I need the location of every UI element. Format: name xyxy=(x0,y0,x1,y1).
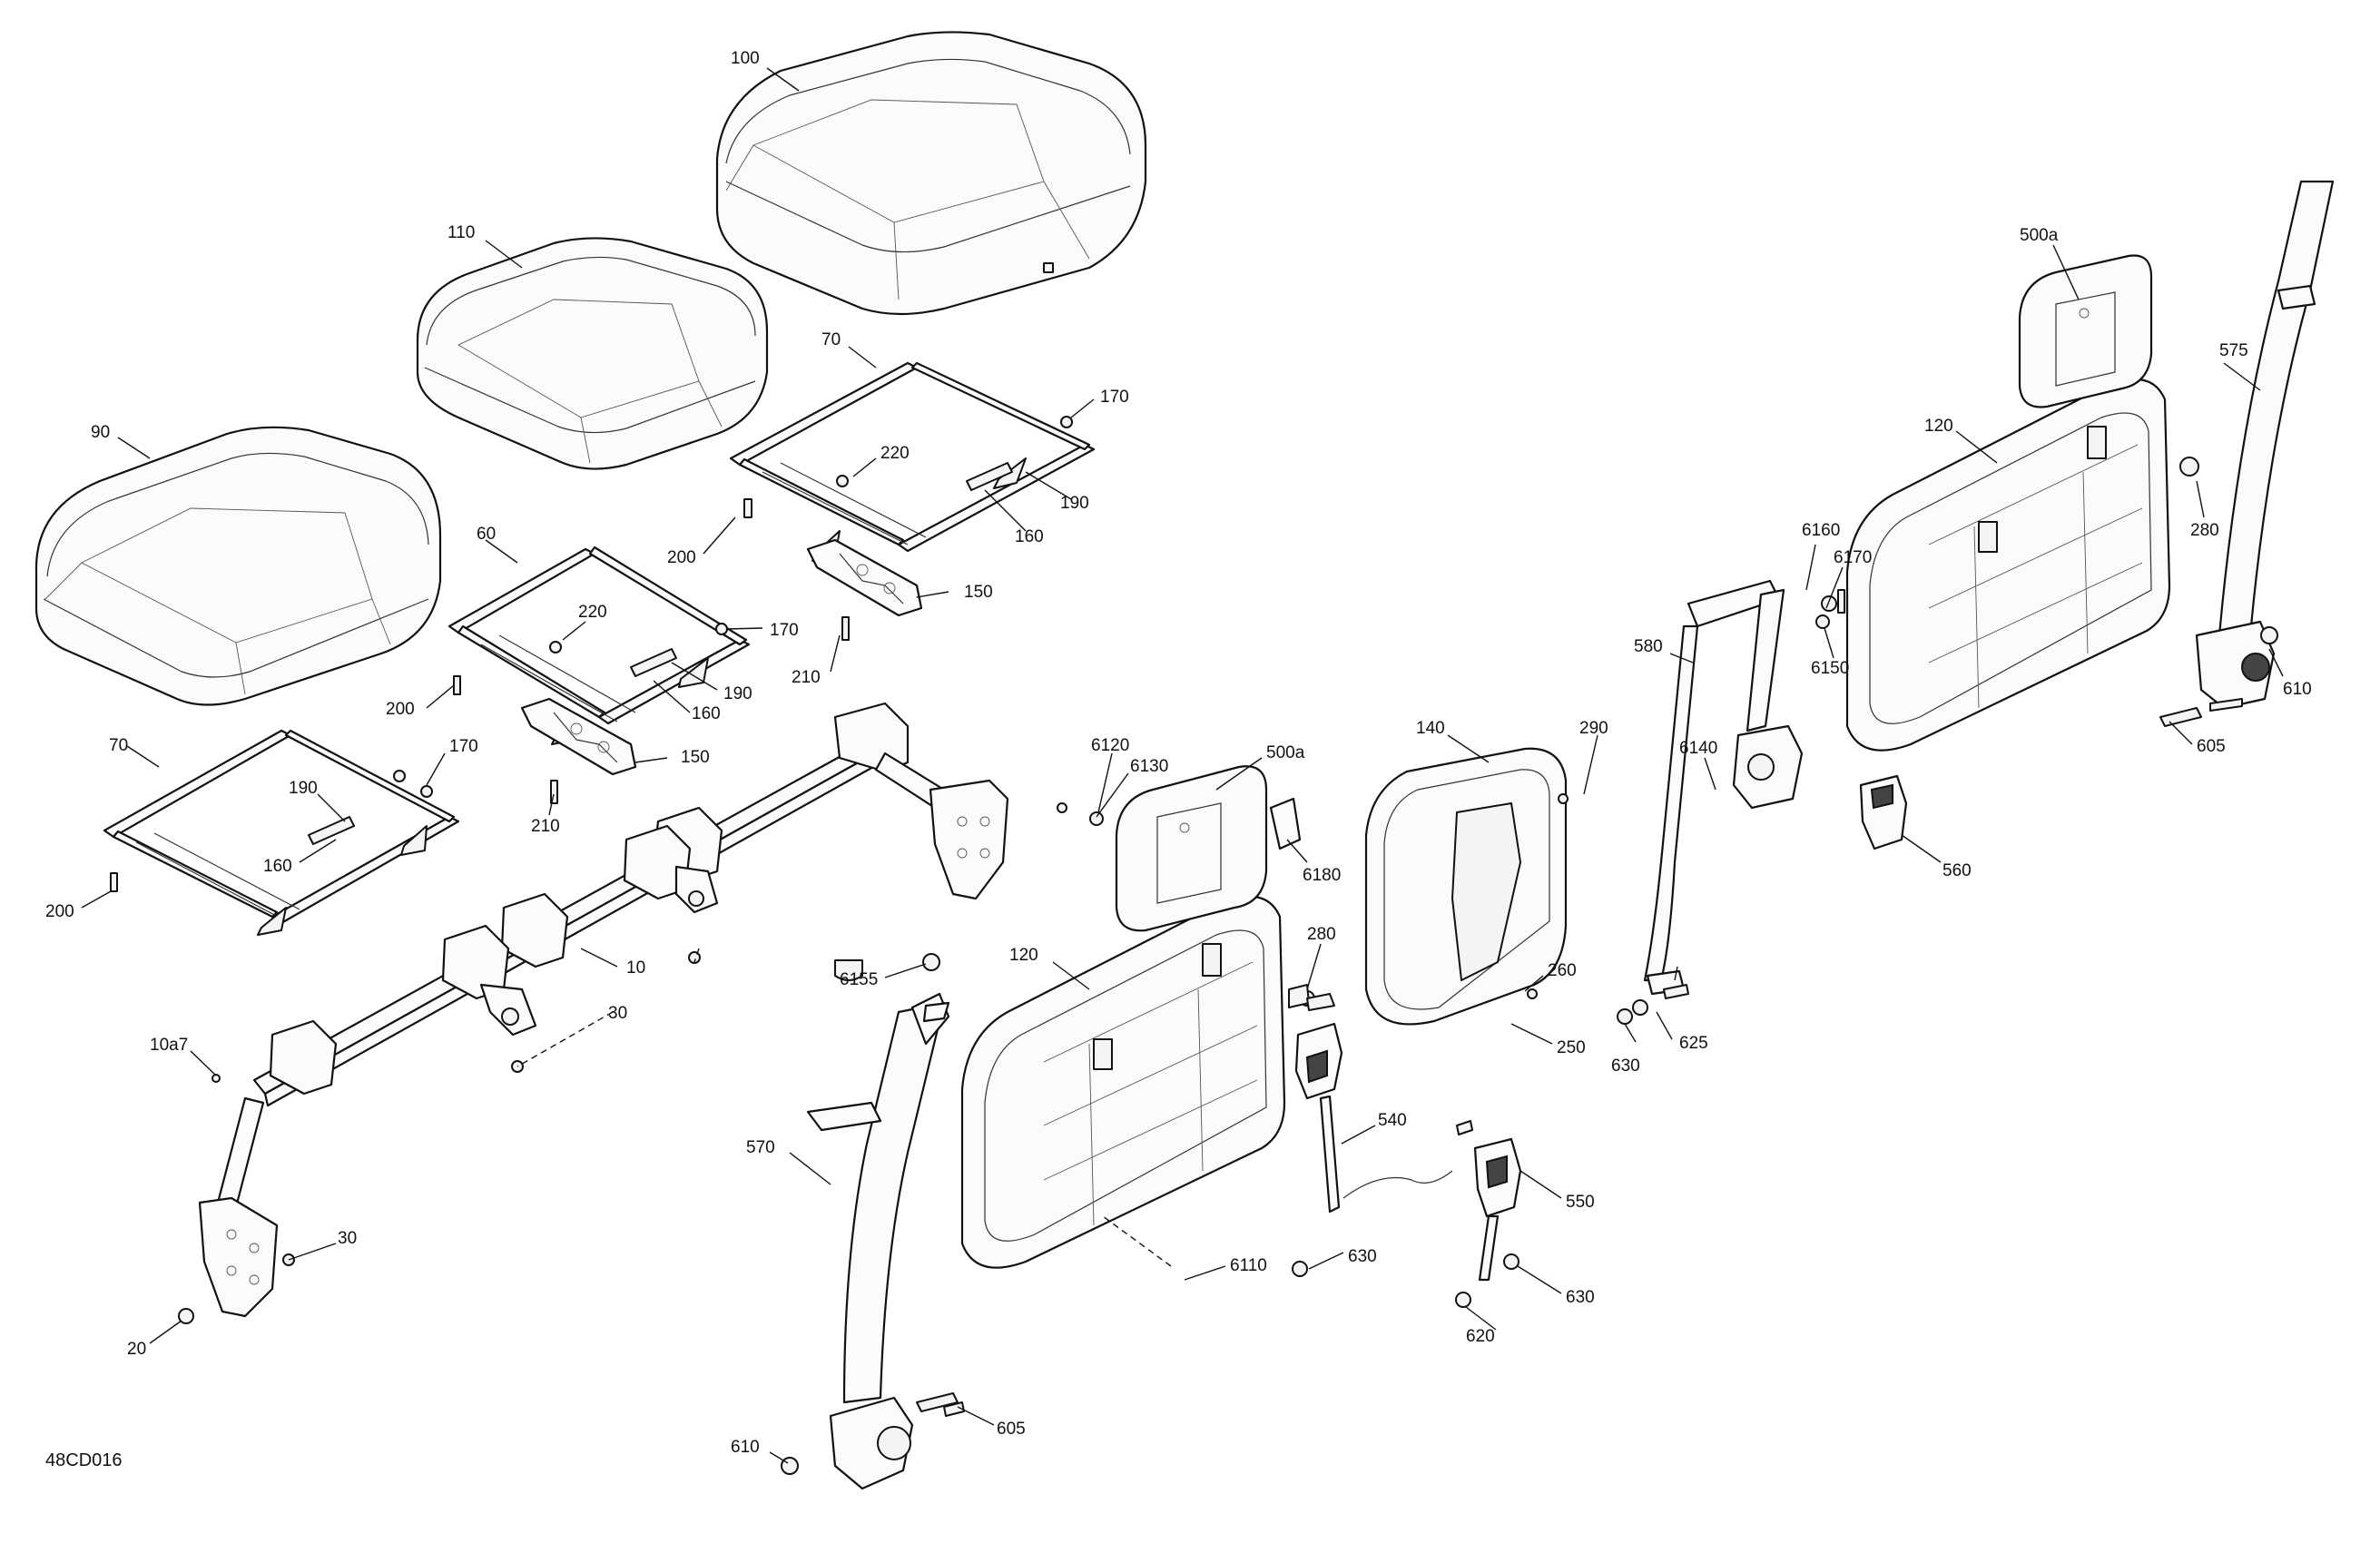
callout-190-bottom: 190 xyxy=(289,779,318,798)
bracket-150-top xyxy=(806,538,923,617)
callout-140: 140 xyxy=(1416,719,1445,738)
callout-550: 550 xyxy=(1566,1193,1595,1212)
callout-6110: 6110 xyxy=(1230,1256,1267,1275)
seat-cushion-90 xyxy=(34,426,442,706)
callout-170-bottom: 170 xyxy=(449,737,478,756)
callout-60: 60 xyxy=(477,525,496,544)
callout-630-b: 630 xyxy=(1566,1288,1595,1307)
callout-250: 250 xyxy=(1557,1038,1586,1057)
callout-220-mid: 220 xyxy=(578,603,607,622)
callout-150-top: 150 xyxy=(964,583,993,602)
callout-200-top: 200 xyxy=(667,548,696,567)
bracket-150-bottom xyxy=(520,697,637,776)
callout-160-mid: 160 xyxy=(692,704,721,723)
callout-280-left: 280 xyxy=(1307,925,1336,944)
callout-630-a: 630 xyxy=(1348,1247,1377,1266)
callout-280-right: 280 xyxy=(2190,521,2219,540)
callout-6130: 6130 xyxy=(1130,757,1168,776)
seat-frame-70-bottom xyxy=(103,729,460,936)
seat-back-120-left xyxy=(960,895,1286,1269)
callout-6120: 6120 xyxy=(1091,736,1129,755)
leader-lines xyxy=(81,67,2284,1464)
seat-cushion-110 xyxy=(416,237,769,470)
callout-625: 625 xyxy=(1679,1034,1708,1053)
center-back-140 xyxy=(1364,747,1568,1026)
callout-30-mid: 30 xyxy=(608,1004,627,1023)
seat-belt-570 xyxy=(806,992,950,1490)
callout-220-top: 220 xyxy=(880,444,910,463)
headrest-500a-left xyxy=(1115,765,1268,932)
callout-200-mid: 200 xyxy=(386,700,415,719)
callout-580: 580 xyxy=(1634,637,1663,656)
callout-170-top: 170 xyxy=(1100,388,1129,407)
callout-10a7: 10a7 xyxy=(150,1036,188,1055)
callout-575: 575 xyxy=(2219,341,2248,360)
callout-610-left: 610 xyxy=(731,1438,760,1457)
callout-610-right: 610 xyxy=(2283,680,2312,699)
callout-290: 290 xyxy=(1579,719,1608,738)
callout-620: 620 xyxy=(1466,1327,1495,1346)
callout-210-top: 210 xyxy=(792,668,821,687)
callout-160-top: 160 xyxy=(1015,527,1044,546)
callout-560: 560 xyxy=(1942,861,1972,880)
callout-160-bottom: 160 xyxy=(263,857,292,876)
callout-500a-left: 500a xyxy=(1266,743,1305,762)
callout-6150: 6150 xyxy=(1811,659,1849,678)
callout-190-mid: 190 xyxy=(723,684,752,703)
callout-20: 20 xyxy=(127,1340,146,1359)
callout-200-bottom: 200 xyxy=(45,902,74,921)
buckle-560 xyxy=(1859,774,1908,850)
callout-6170: 6170 xyxy=(1834,548,1872,567)
callout-190-top: 190 xyxy=(1060,494,1089,513)
callout-570: 570 xyxy=(746,1138,775,1157)
seat-belt-580 xyxy=(1643,579,1804,996)
callout-10: 10 xyxy=(626,958,645,978)
callout-6140: 6140 xyxy=(1679,739,1717,758)
buckle-550 xyxy=(1473,1137,1522,1282)
callout-120-right: 120 xyxy=(1924,417,1953,436)
callout-110: 110 xyxy=(447,223,475,242)
figure-code: 48CD016 xyxy=(45,1450,123,1470)
seat-base-bar-10 xyxy=(198,702,1009,1318)
seat-frame-60 xyxy=(447,545,751,745)
clip-6180 xyxy=(1269,797,1302,850)
buckle-540 xyxy=(1294,1022,1453,1214)
callout-70-top: 70 xyxy=(821,330,841,349)
callout-30-left: 30 xyxy=(338,1229,357,1248)
callout-6180: 6180 xyxy=(1303,866,1341,885)
seat-belt-575 xyxy=(2195,180,2335,710)
callout-260: 260 xyxy=(1548,961,1577,980)
callout-210-mid: 210 xyxy=(531,817,560,836)
seat-frame-70-top xyxy=(729,361,1096,562)
callout-120-left: 120 xyxy=(1009,946,1038,965)
callout-70-bottom: 70 xyxy=(109,736,128,755)
callout-6160: 6160 xyxy=(1802,521,1840,540)
callout-605-left: 605 xyxy=(997,1420,1026,1439)
callout-170-mid: 170 xyxy=(770,621,799,640)
seat-back-120-right xyxy=(1845,378,2171,752)
callout-90: 90 xyxy=(91,423,110,442)
callout-labels: 100 110 90 70 170 220 190 160 200 150 21… xyxy=(45,49,2312,1457)
callout-630-c: 630 xyxy=(1611,1057,1640,1076)
callout-150-mid: 150 xyxy=(681,748,710,767)
seat-cushion-100 xyxy=(715,31,1147,316)
callout-100: 100 xyxy=(731,49,760,68)
callout-6155: 6155 xyxy=(840,970,878,989)
callout-605-right: 605 xyxy=(2197,737,2226,756)
headrest-500a-right xyxy=(2018,254,2153,408)
callout-500a-right: 500a xyxy=(2020,226,2059,245)
callout-540: 540 xyxy=(1378,1111,1407,1130)
